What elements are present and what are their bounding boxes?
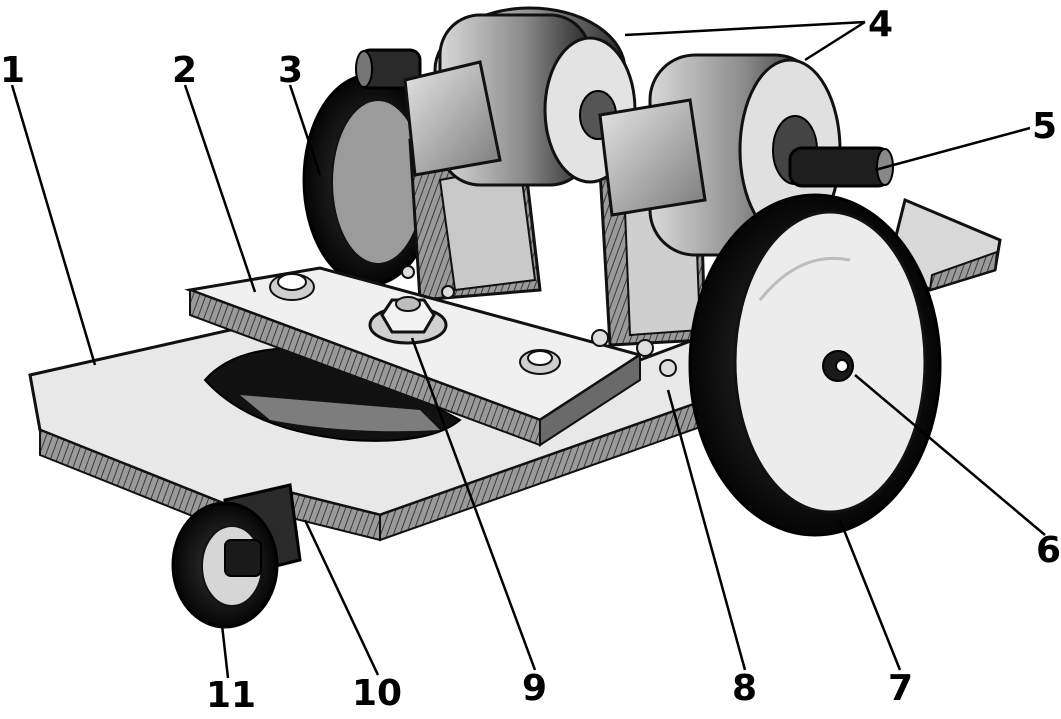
callout-3: 3 bbox=[278, 50, 303, 91]
callout-1: 1 bbox=[0, 50, 25, 91]
right-rear-wheel bbox=[688, 193, 942, 537]
left-rear-wheel bbox=[302, 73, 438, 287]
leader-11 bbox=[220, 624, 230, 679]
callout-10: 10 bbox=[352, 673, 402, 714]
bracket-bolts bbox=[401, 265, 677, 377]
callout-6: 6 bbox=[1036, 530, 1061, 571]
wheel-hub bbox=[822, 350, 854, 382]
leader-6 bbox=[854, 374, 1046, 536]
base-plate-cutout bbox=[203, 347, 462, 442]
leader-2 bbox=[183, 84, 257, 293]
leader-4a bbox=[624, 20, 866, 37]
motor-housing-left bbox=[403, 60, 502, 177]
screw-left bbox=[269, 273, 315, 301]
leader-5 bbox=[874, 126, 1031, 172]
callout-7: 7 bbox=[888, 668, 913, 709]
leader-7 bbox=[838, 519, 902, 671]
leader-lines bbox=[10, 20, 1046, 679]
leader-1 bbox=[10, 84, 97, 366]
axle-right-end bbox=[788, 146, 894, 188]
leader-8 bbox=[666, 389, 747, 671]
leader-10 bbox=[303, 519, 380, 676]
callout-4: 4 bbox=[868, 4, 893, 45]
leader-9 bbox=[410, 337, 537, 671]
callout-2: 2 bbox=[172, 50, 197, 91]
leader-3 bbox=[288, 84, 322, 176]
callout-9: 9 bbox=[522, 668, 547, 709]
callout-5: 5 bbox=[1032, 106, 1057, 147]
callout-8: 8 bbox=[732, 668, 757, 709]
screw-right bbox=[519, 349, 561, 375]
motor-housing-right bbox=[598, 98, 707, 217]
caster-wheel bbox=[171, 501, 279, 629]
callout-11: 11 bbox=[206, 675, 256, 714]
leader-4b bbox=[804, 20, 866, 62]
pivot-bolt bbox=[368, 296, 448, 345]
